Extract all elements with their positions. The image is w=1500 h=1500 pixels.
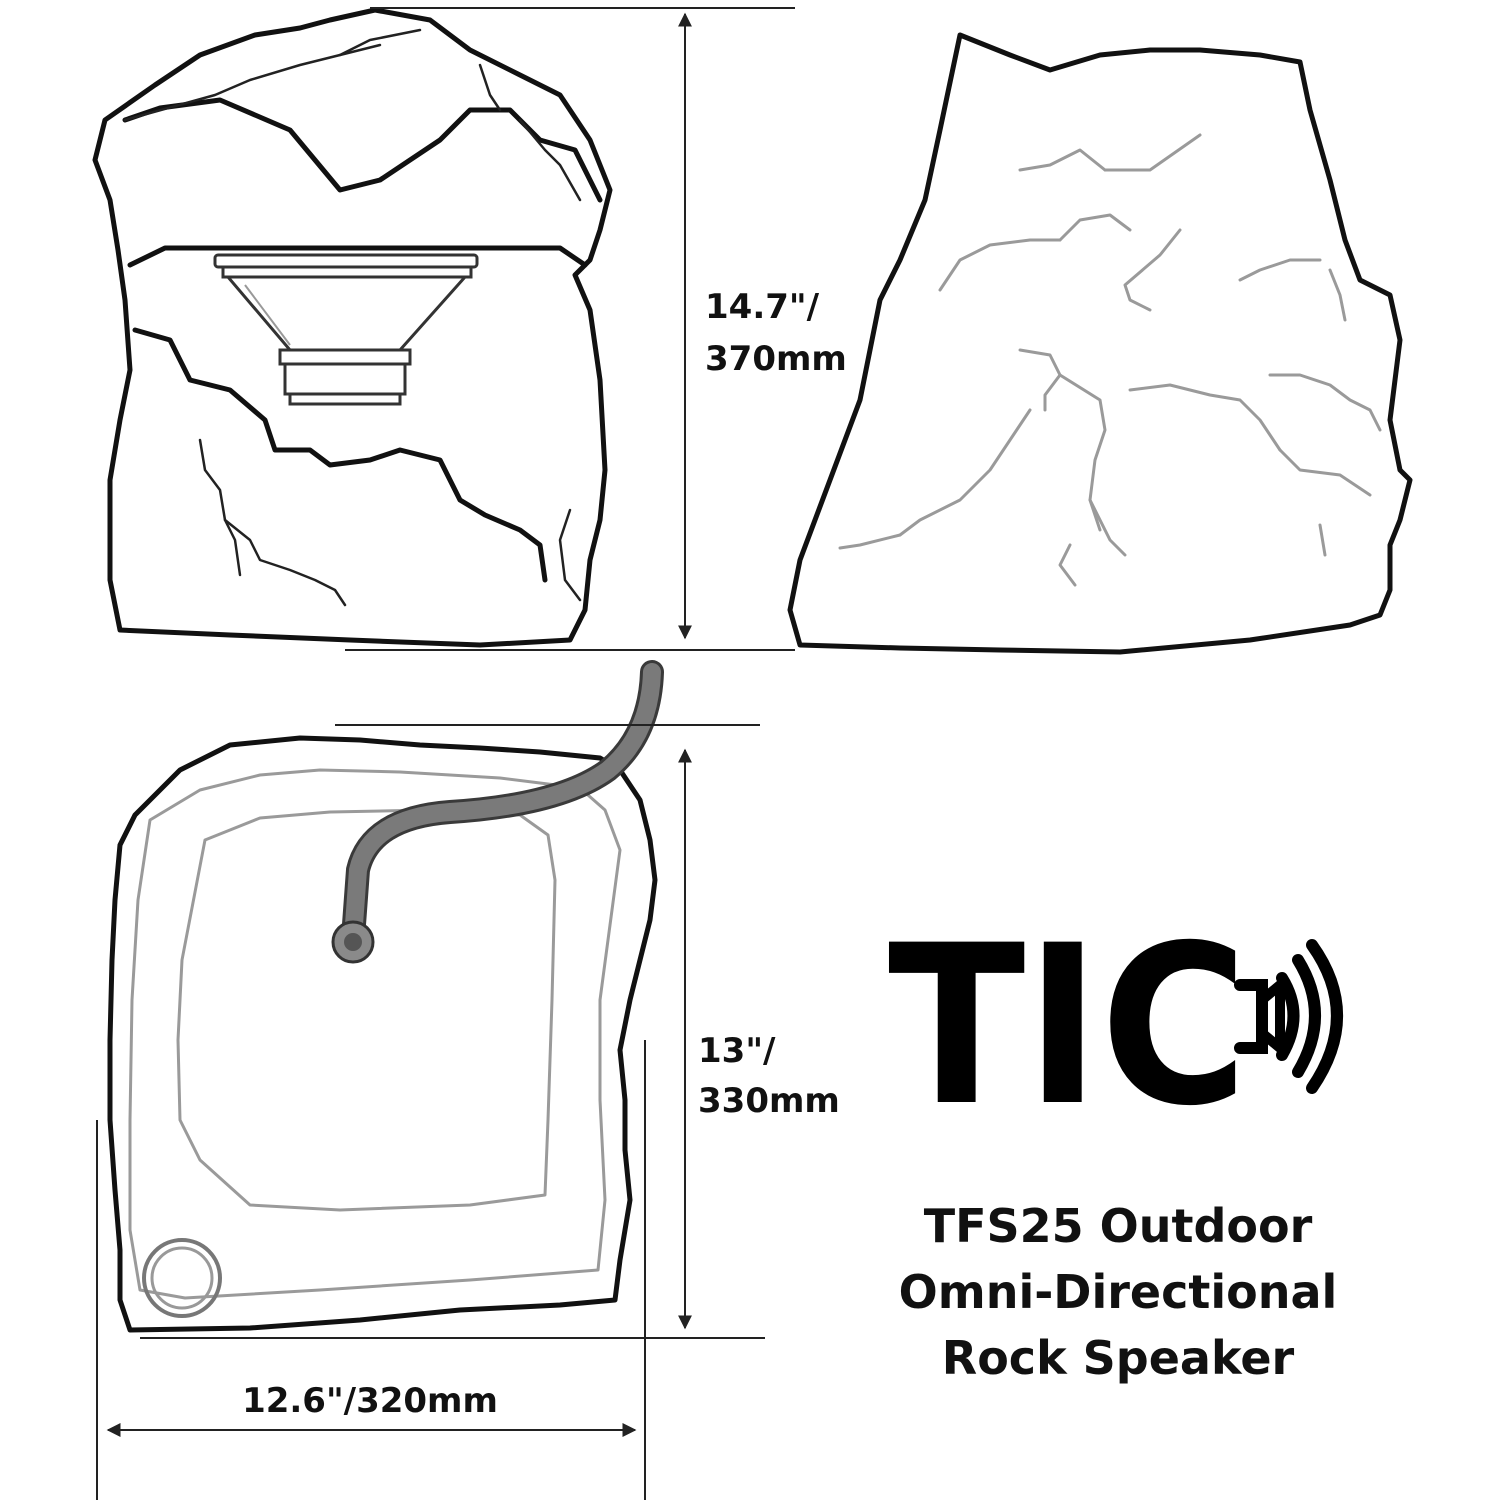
- drain-port-icon: [142, 1238, 222, 1318]
- logo-text: TIC: [888, 898, 1248, 1154]
- speaker-driver-icon: [213, 253, 479, 406]
- exterior-rock-view: [787, 32, 1413, 655]
- exterior-cracks: [838, 133, 1382, 587]
- height-mm-label: 370mm: [705, 339, 847, 379]
- front-cutaway-view: [92, 7, 613, 648]
- speaker-sound-icon: [1234, 939, 1343, 1094]
- product-title-line-3: Rock Speaker: [942, 1331, 1295, 1385]
- height-inches-label: 14.7"/: [705, 287, 820, 327]
- cut-plane-bottom: [132, 327, 548, 583]
- top-view-outline: [107, 735, 658, 1333]
- top-view: [107, 660, 664, 1333]
- top-view-inner-outline: [128, 768, 622, 1300]
- depth-mm-label: 330mm: [698, 1081, 840, 1121]
- product-title-line-1: TFS25 Outdoor: [924, 1199, 1313, 1253]
- width-dimension: 12.6"/320mm: [96, 1040, 646, 1500]
- width-label: 12.6"/320mm: [242, 1381, 498, 1421]
- height-dimension: 14.7"/ 370mm: [345, 7, 847, 651]
- tic-logo: TIC: [888, 898, 1343, 1154]
- depth-inches-label: 13"/: [698, 1031, 776, 1071]
- product-title: TFS25 Outdoor Omni-Directional Rock Spea…: [899, 1199, 1338, 1385]
- front-rock-outline: [92, 7, 613, 648]
- exterior-rock-outline: [787, 32, 1413, 655]
- cut-plane-top: [127, 245, 588, 268]
- top-hollow: [122, 97, 603, 203]
- product-title-line-2: Omni-Directional: [899, 1265, 1338, 1319]
- depth-dimension: 13"/ 330mm: [140, 724, 840, 1339]
